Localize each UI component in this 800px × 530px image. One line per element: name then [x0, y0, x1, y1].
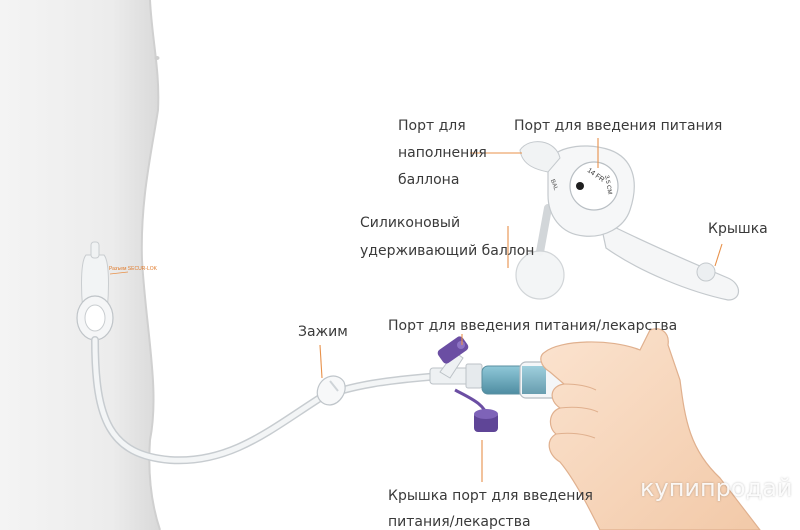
- balloon-line-2: удерживающий баллон: [360, 243, 535, 259]
- fill-port-line-2: наполнения: [398, 145, 487, 161]
- clamp: [316, 375, 346, 406]
- fill-port-label: Порт для наполнения баллона: [398, 113, 487, 194]
- watermark: купипродай: [640, 474, 793, 502]
- cap-label: Крышка: [708, 221, 768, 237]
- connector-tiny-label: Разъем SECUR-LOK: [109, 266, 157, 272]
- leader-lines: [319, 138, 723, 482]
- balloon-label: Силиконовый удерживающий баллон: [360, 209, 534, 265]
- hand: [540, 328, 761, 530]
- port-cap-label-line-1: Крышка порт для введения: [388, 488, 593, 504]
- zoomed-gastrostomy-device: [515, 141, 740, 301]
- clamp-label: Зажим: [298, 324, 348, 340]
- fill-port-line-3: баллона: [398, 172, 460, 188]
- balloon-line-1: Силиконовый: [360, 215, 461, 231]
- body-port-button: [76, 241, 129, 341]
- feeding-port-top-label: Порт для введения питания: [514, 118, 723, 134]
- feeding-med-port-label: Порт для введения питания/лекарства: [388, 318, 678, 334]
- purple-port-caps: [437, 336, 498, 432]
- port-cap-label-line-2: питания/лекарства: [388, 514, 531, 530]
- y-connector: [429, 351, 483, 389]
- fill-port-line-1: Порт для: [398, 118, 466, 134]
